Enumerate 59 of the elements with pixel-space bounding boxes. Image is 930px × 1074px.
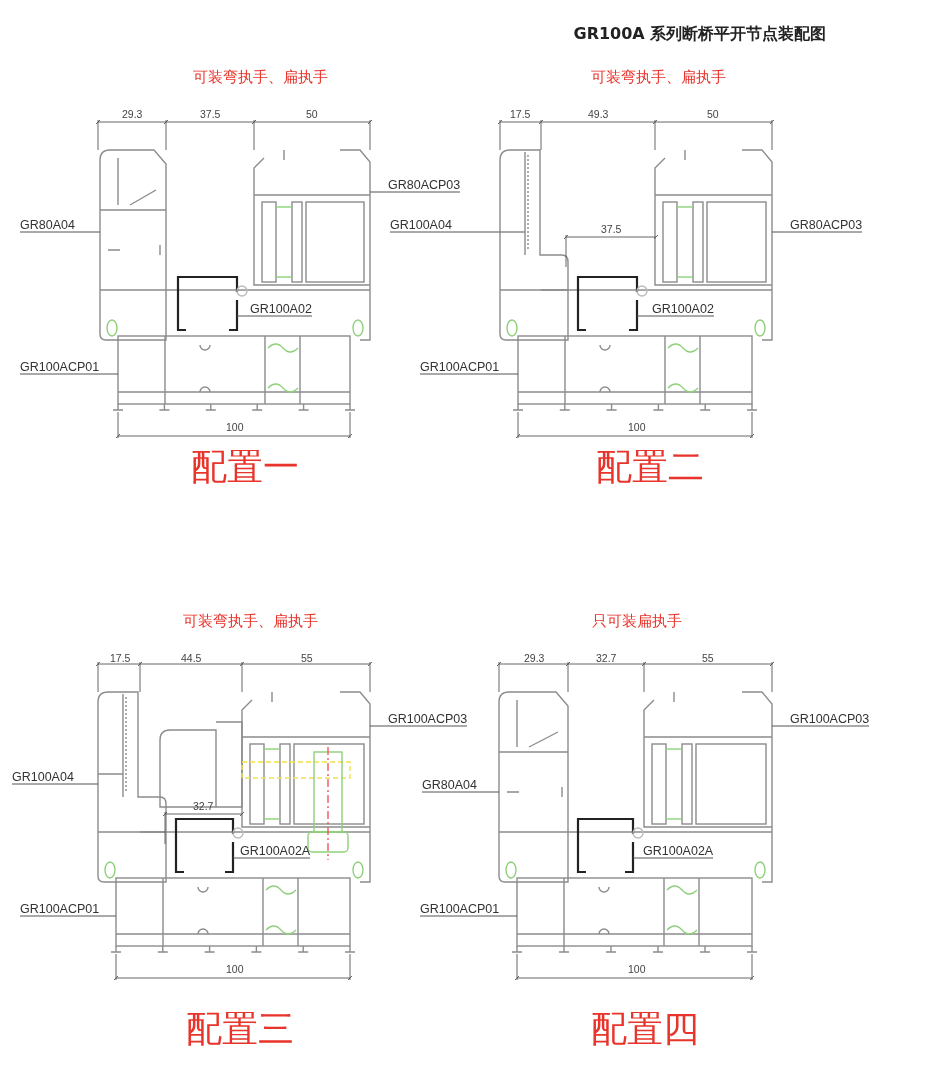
panel-heading: 可装弯执手、扁执手: [192, 68, 328, 86]
part-label: GR100ACP03: [790, 712, 870, 726]
leader-line: [389, 231, 501, 233]
panel-heading: 只可装扁执手: [592, 612, 682, 630]
dimension-text: 32.7: [193, 800, 214, 812]
part-label: GR100A02: [250, 302, 312, 316]
title: GR100A 系列断桥平开节点装配图: [573, 24, 827, 44]
part-label: GR100A02A: [643, 844, 714, 858]
part-label: GR100ACP01: [20, 360, 100, 374]
configuration-title: 配置一: [191, 446, 299, 488]
leader-line: [636, 315, 715, 317]
leader-line: [19, 373, 119, 375]
part-label: GR100ACP03: [388, 712, 468, 726]
panel-heading: 可装弯执手、扁执手: [590, 68, 726, 86]
leader-line: [369, 191, 461, 193]
part-label: GR80ACP03: [388, 178, 461, 192]
configuration-title: 配置四: [591, 1008, 699, 1050]
leader-line: [369, 725, 468, 727]
dimension-text: 100: [226, 963, 244, 975]
part-label: GR80A04: [20, 218, 75, 232]
dimension-text: 37.5: [200, 108, 221, 120]
part-label: GR100ACP01: [420, 902, 500, 916]
part-label: GR100A04: [390, 218, 452, 232]
window-profile-drawing: [498, 691, 773, 953]
leader-line: [421, 791, 500, 793]
leader-line: [419, 373, 519, 375]
part-label: GR100ACP01: [420, 360, 500, 374]
leader-line: [419, 915, 518, 917]
dimension-text: 44.5: [181, 652, 202, 664]
leader-line: [19, 231, 101, 233]
leader-line: [632, 857, 714, 859]
dimension-text: 50: [707, 108, 719, 120]
part-label: GR100ACP01: [20, 902, 100, 916]
part-label: GR80ACP03: [790, 218, 863, 232]
part-label: GR100A02A: [240, 844, 311, 858]
leader-line: [232, 857, 311, 859]
part-label: GR80A04: [422, 778, 477, 792]
dimension-text: 32.7: [596, 652, 617, 664]
window-profile-drawing: [99, 149, 371, 411]
dimension-text: 100: [628, 421, 646, 433]
leader-line: [771, 231, 863, 233]
leader-line: [11, 783, 99, 785]
leader-line: [236, 315, 313, 317]
window-profile-drawing: [97, 691, 371, 953]
leader-line: [771, 725, 870, 727]
dimension-text: 50: [306, 108, 318, 120]
part-label: GR100A04: [12, 770, 74, 784]
dimension-text: 49.3: [588, 108, 609, 120]
dimension-text: 55: [702, 652, 714, 664]
dimension-text: 55: [301, 652, 313, 664]
configuration-title: 配置二: [596, 446, 704, 488]
panel-heading: 可装弯执手、扁执手: [182, 612, 318, 630]
part-label: GR100A02: [652, 302, 714, 316]
dimension-text: 100: [226, 421, 244, 433]
leader-line: [19, 915, 117, 917]
dimension-text: 37.5: [601, 223, 622, 235]
window-profile-drawing: [499, 149, 773, 411]
configuration-title: 配置三: [186, 1008, 294, 1050]
dimension-text: 100: [628, 963, 646, 975]
